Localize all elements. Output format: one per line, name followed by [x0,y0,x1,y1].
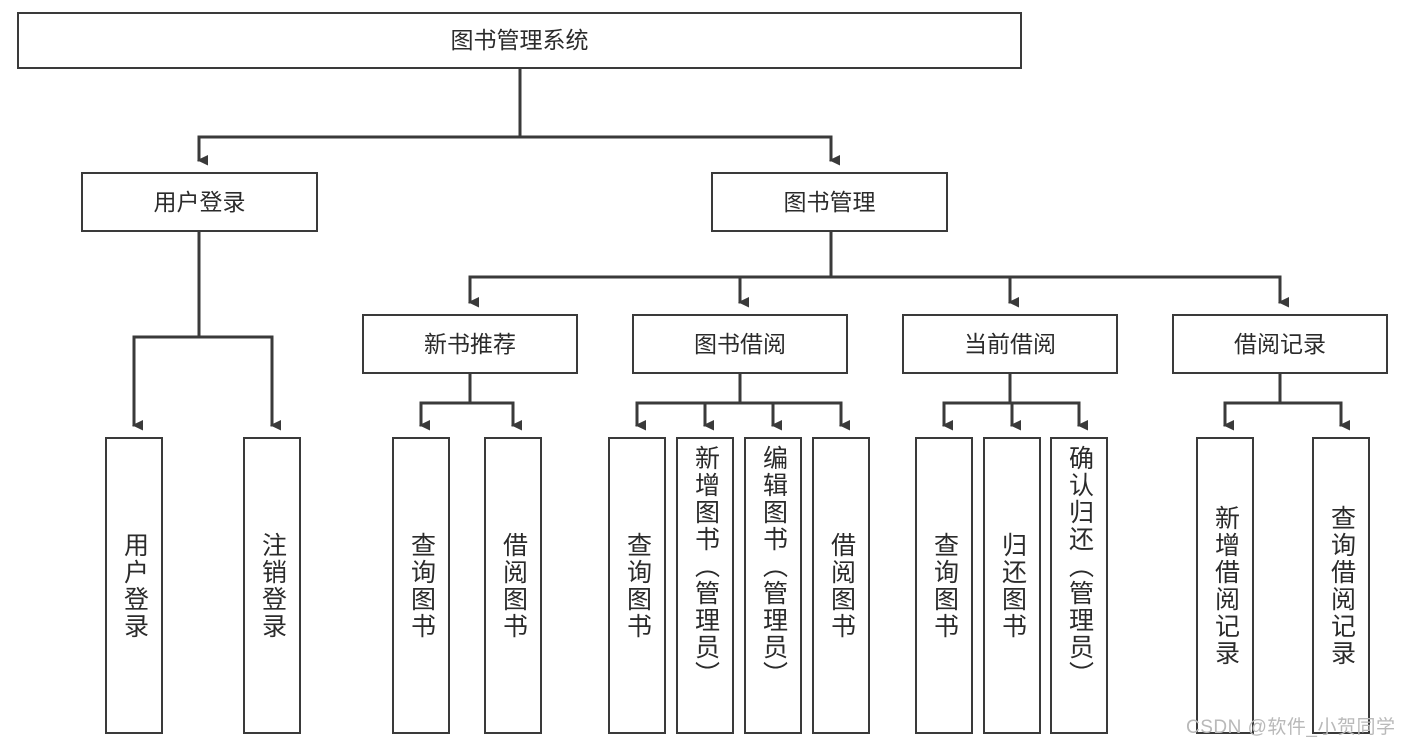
node-current-borrow[interactable]: 当前借阅 [902,314,1118,374]
leaf-query-book-borrow-label: 查询图书 [623,531,652,640]
node-new-book-recommend[interactable]: 新书推荐 [362,314,578,374]
node-root[interactable]: 图书管理系统 [17,12,1022,69]
node-borrow-record[interactable]: 借阅记录 [1172,314,1388,374]
leaf-user-login-label: 用户登录 [120,531,149,640]
leaf-return-book[interactable]: 归还图书 [983,437,1041,734]
leaf-borrow-book-recommend-label: 借阅图书 [499,531,528,640]
leaf-borrow-book-recommend[interactable]: 借阅图书 [484,437,542,734]
leaf-query-borrow-record-label: 查询借阅记录 [1327,504,1356,667]
node-user-login[interactable]: 用户登录 [81,172,318,232]
leaf-query-borrow-record[interactable]: 查询借阅记录 [1312,437,1370,734]
node-borrow-record-label: 借阅记录 [1234,330,1326,357]
leaf-user-logout-label: 注销登录 [258,531,287,640]
leaf-query-book-current[interactable]: 查询图书 [915,437,973,734]
leaf-borrow-book-label: 借阅图书 [827,531,856,640]
node-root-label: 图书管理系统 [450,27,589,54]
leaf-confirm-return[interactable]: 确认归还（管理员） [1050,437,1108,734]
leaf-user-logout[interactable]: 注销登录 [243,437,301,734]
leaf-add-book-label: 新增图书（管理员） [691,445,720,688]
leaf-query-book-current-label: 查询图书 [930,531,959,640]
leaf-user-login[interactable]: 用户登录 [105,437,163,734]
leaf-query-book-recommend-label: 查询图书 [407,531,436,640]
node-user-login-label: 用户登录 [153,188,246,215]
leaf-confirm-return-label: 确认归还（管理员） [1065,445,1094,688]
csdn-watermark: CSDN @软件_小贺同学 [1186,717,1396,738]
node-book-manage-label: 图书管理 [783,188,876,215]
node-book-borrow-label: 图书借阅 [694,330,786,357]
leaf-add-borrow-record[interactable]: 新增借阅记录 [1196,437,1254,734]
leaf-edit-book-label: 编辑图书（管理员） [759,445,788,688]
node-new-book-recommend-label: 新书推荐 [424,330,516,357]
leaf-add-book[interactable]: 新增图书（管理员） [676,437,734,734]
node-book-manage[interactable]: 图书管理 [711,172,948,232]
leaf-query-book-recommend[interactable]: 查询图书 [392,437,450,734]
node-book-borrow[interactable]: 图书借阅 [632,314,848,374]
leaf-return-book-label: 归还图书 [998,531,1027,640]
leaf-edit-book[interactable]: 编辑图书（管理员） [744,437,802,734]
leaf-borrow-book[interactable]: 借阅图书 [812,437,870,734]
leaf-query-book-borrow[interactable]: 查询图书 [608,437,666,734]
node-current-borrow-label: 当前借阅 [964,330,1056,357]
leaf-add-borrow-record-label: 新增借阅记录 [1211,504,1240,667]
